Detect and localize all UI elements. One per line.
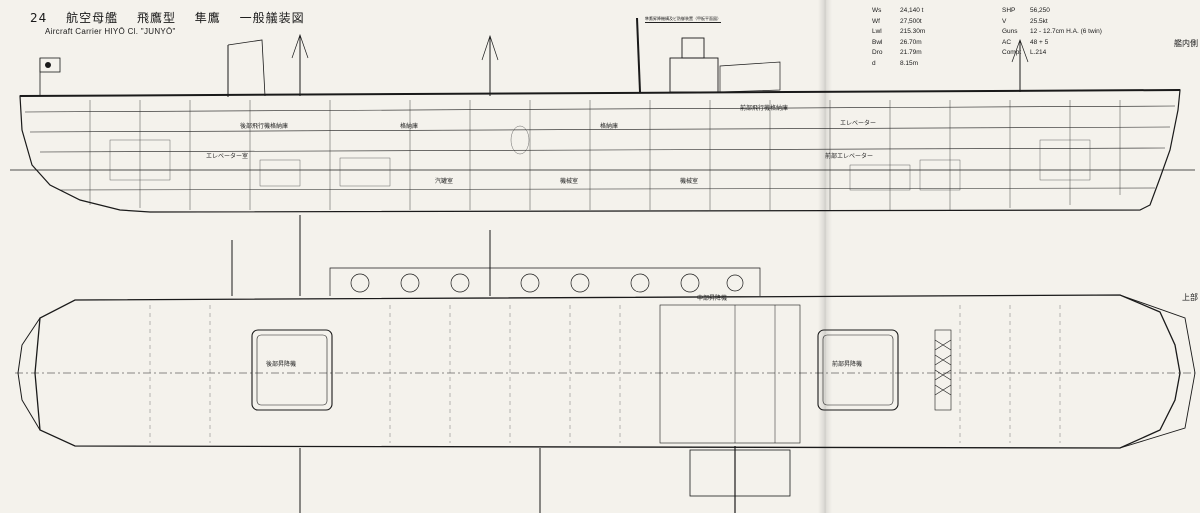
bulkhead-lines [89, 100, 1121, 210]
spec-row: d 8.15m [872, 59, 1132, 70]
spec-key: Compt [1002, 49, 1022, 56]
title-jp-part: 飛鷹型 [136, 11, 176, 25]
compartment-details [109, 125, 1091, 191]
plate-title-jp: 24 航空母艦 飛鷹型 隼鷹 一般艤装図 [30, 9, 319, 26]
spec-row: Dro 21.79m Compt L.214 [872, 48, 1132, 59]
profile-label: エレベーター室 [206, 152, 248, 160]
barrier-ladder [934, 329, 952, 411]
profile-label: 汽罐室 [435, 177, 453, 185]
mid-elevator-well [659, 304, 801, 444]
plate-title-en: Aircraft Carrier HIYŌ Cl. "JUNYŌ" [45, 27, 176, 36]
profile-label: 機械室 [560, 177, 578, 185]
profile-label: 後部飛行機格納庫 [240, 122, 288, 130]
flight-deck-edge [19, 89, 1181, 97]
spec-row: Wf 27,500t V 25.5kt [872, 17, 1132, 28]
profile-label: エレベーター [840, 119, 876, 127]
hangar-deck-line [24, 105, 1176, 113]
title-jp-part: 一般艤装図 [239, 11, 305, 25]
island-bridge [681, 37, 705, 59]
deck-label: 後部昇降機 [266, 360, 296, 368]
spec-value: 26.70m [900, 38, 922, 46]
spec-key: Wf [872, 17, 880, 25]
island-plan [689, 449, 791, 497]
spec-key: d [872, 59, 876, 67]
spec-key: Guns [1002, 28, 1018, 35]
gun-sponsons [329, 267, 761, 296]
bow-hull [1119, 294, 1196, 449]
spec-value: 24,140 t [900, 7, 924, 14]
profile-label: 格納庫 [600, 122, 618, 130]
spec-value: 56,250 [1030, 7, 1050, 14]
spec-key: Lwl [872, 28, 882, 35]
plate-number: 24 [30, 11, 48, 25]
stern-hull [17, 317, 41, 431]
crane-boom [227, 39, 266, 97]
spec-value: 21.79m [900, 49, 922, 56]
ensign-sun [45, 62, 51, 68]
spec-value: 215.30m [900, 28, 926, 35]
spec-value: 27,500t [900, 17, 922, 25]
spec-row: Ws 24,140 t SHP 56,250 [872, 6, 1132, 17]
profile-label: 前部エレベーター [825, 152, 873, 160]
fwd-elevator-inner [822, 334, 894, 406]
drawing-label: 隼鷹昇降機構及ビ防御装置（甲板平面図） [645, 16, 721, 23]
spec-row: Bwl 26.70m AC 48 + 5 [872, 38, 1132, 49]
spec-key: AC [1002, 38, 1012, 46]
profile-label: 前部飛行機格納庫 [740, 104, 788, 112]
hold-deck-line [59, 187, 1156, 191]
aft-elevator [251, 329, 333, 411]
spec-key: Bwl [872, 38, 883, 46]
side-label: 上部 [1182, 293, 1198, 302]
spec-key: Ws [872, 7, 882, 14]
hull-outline [19, 89, 1181, 213]
flight-deck-outline [34, 294, 1181, 449]
mast-yard [291, 33, 309, 59]
fwd-elevator [817, 329, 899, 411]
deck-label: 中部昇降機 [697, 294, 727, 302]
spec-value: 12 - 12.7cm H.A. (6 twin) [1030, 28, 1102, 35]
deck-seams [149, 305, 1061, 443]
mast-yard [481, 34, 499, 61]
aft-elevator-inner [256, 334, 328, 406]
profile-label: 格納庫 [400, 122, 418, 130]
mast-yard [1011, 38, 1029, 63]
title-jp-part: 隼鷹 [194, 11, 221, 25]
funnel-mast [636, 17, 641, 93]
spec-key: V [1002, 17, 1007, 25]
side-label: 艦内側 [1174, 39, 1198, 48]
spec-value: 48 + 5 [1030, 38, 1049, 46]
main-deck-line [39, 147, 1166, 153]
spec-row: Lwl 215.30m Guns 12 - 12.7cm H.A. (6 twin) [872, 27, 1132, 38]
spec-key: SHP [1002, 7, 1016, 14]
deck-label: 前部昇降機 [832, 360, 862, 368]
lower-deck-line [29, 126, 1171, 133]
profile-label: 機械室 [680, 177, 698, 185]
spec-key: Dro [872, 49, 883, 56]
spec-value: 8.15m [900, 59, 919, 67]
title-jp-part: 航空母艦 [66, 11, 119, 25]
spec-value: L.214 [1030, 49, 1047, 56]
island-aft-block [719, 61, 781, 93]
spec-value: 25.5kt [1030, 17, 1048, 25]
spec-table: Ws 24,140 t SHP 56,250 Wf 27,500t V 25.5kt L… [872, 6, 1132, 69]
